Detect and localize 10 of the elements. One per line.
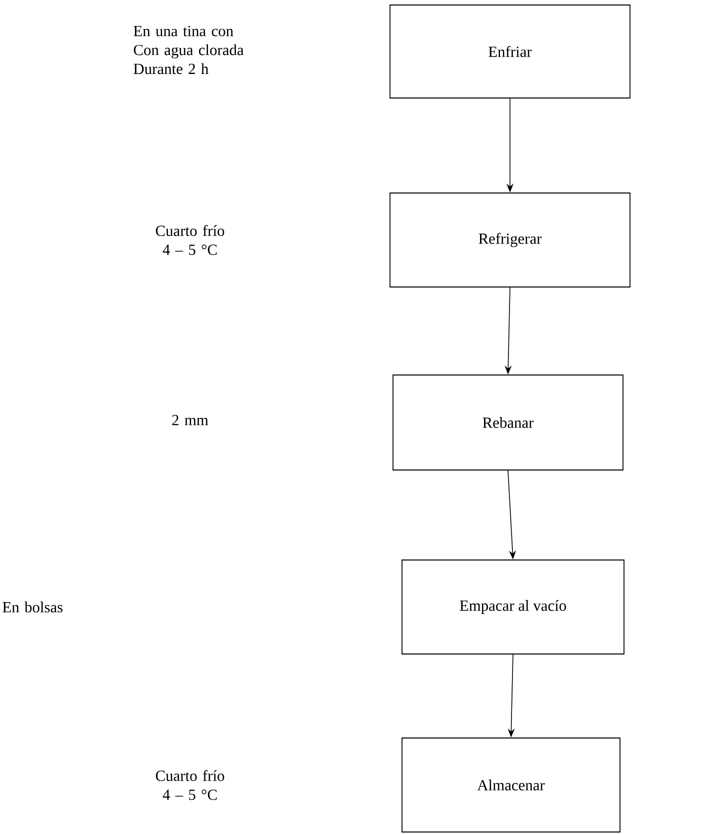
side-note: Cuarto frío 4 – 5 °C xyxy=(156,225,224,255)
process-box: Rebanar xyxy=(392,374,624,470)
process-box: Enfriar xyxy=(390,4,630,98)
process-box: Empacar al vacío xyxy=(402,560,624,654)
process-box: Almacenar xyxy=(402,738,620,832)
side-note: En una tina con Con agua clorada Durante 2 h xyxy=(134,26,244,74)
side-note: En bolsas xyxy=(2,602,63,612)
side-note: 2 mm xyxy=(172,414,208,426)
process-box: Refrigerar xyxy=(390,192,630,288)
side-note: Cuarto frío 4 – 5 °C xyxy=(156,770,224,800)
